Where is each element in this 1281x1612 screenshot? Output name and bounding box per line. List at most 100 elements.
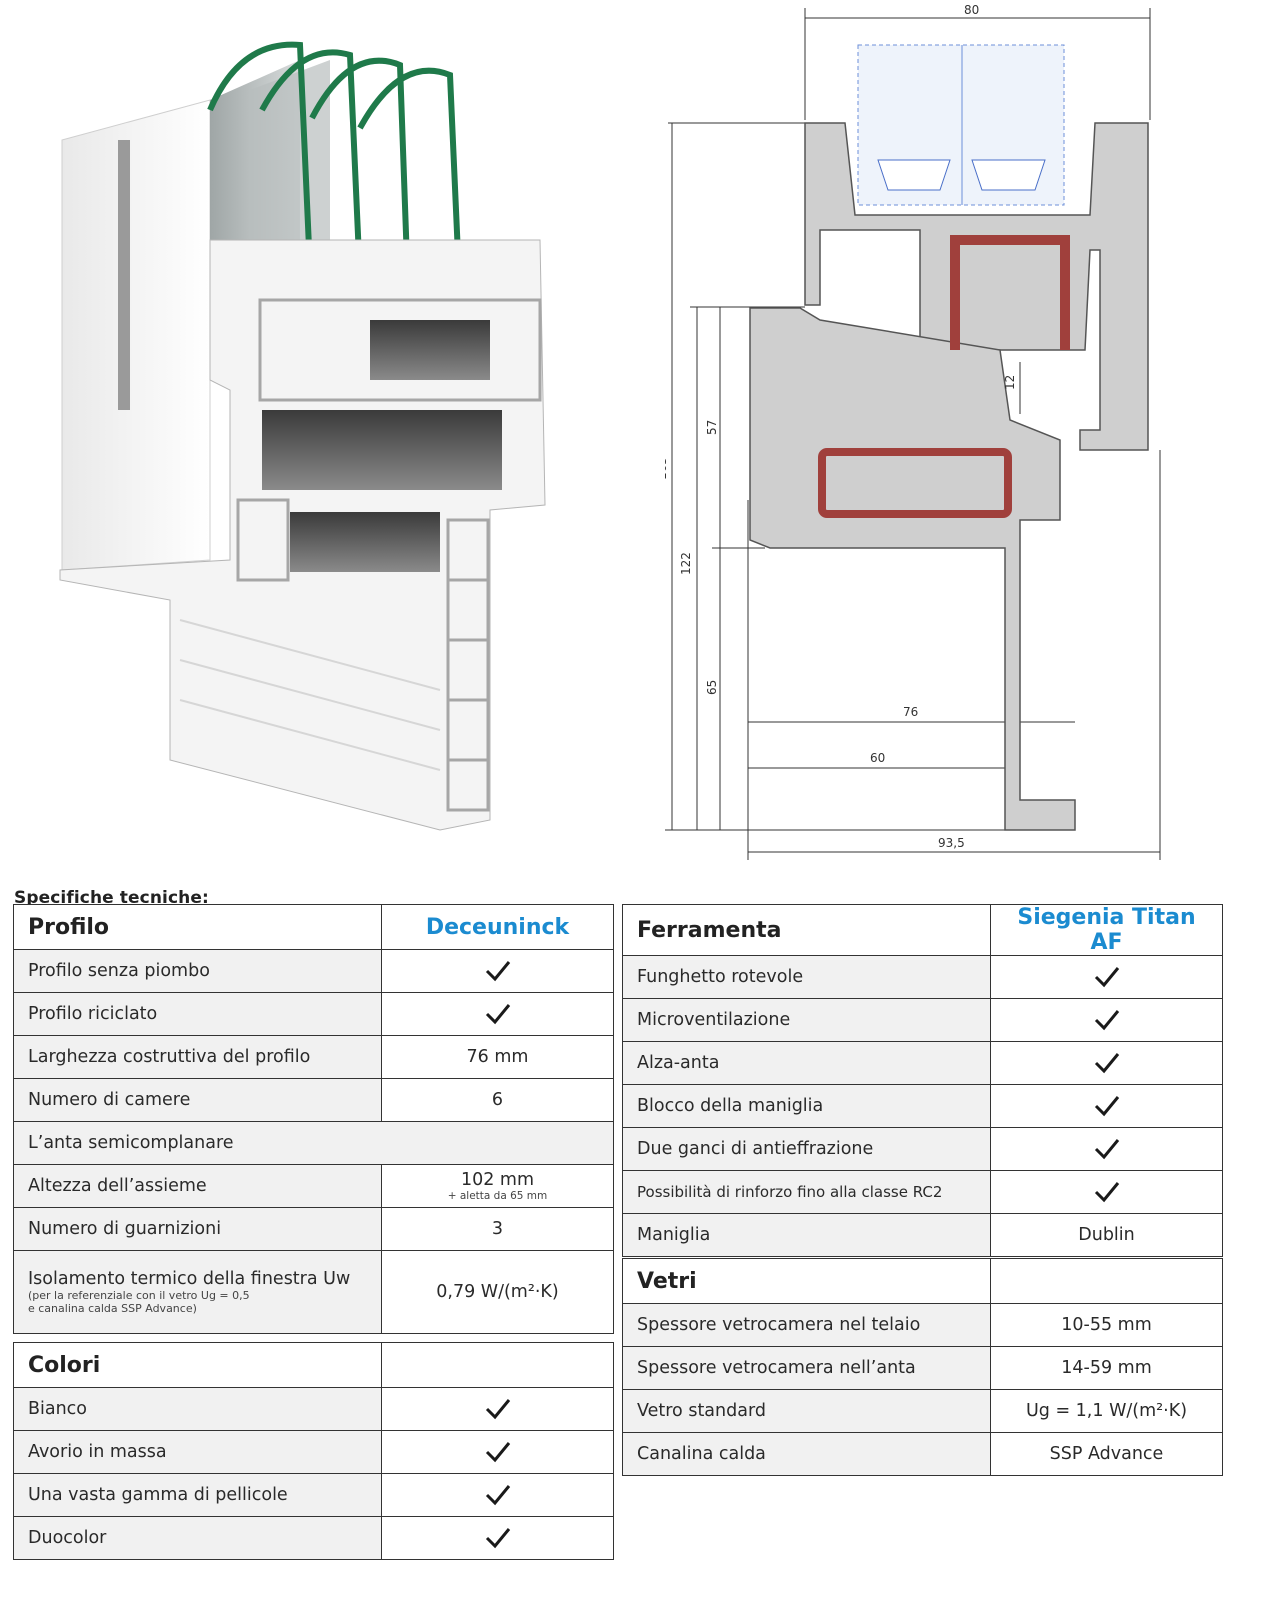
profile-photo [59, 41, 546, 831]
row-label: Spessore vetrocamera nel telaio [622, 1303, 991, 1347]
row-label: Blocco della maniglia [622, 1084, 991, 1128]
ferramenta-title: Ferramenta [622, 904, 991, 956]
row-label: Possibilità di rinforzo fino alla classe… [622, 1170, 991, 1214]
row-label: Spessore vetrocamera nell’anta [622, 1346, 991, 1390]
row-label: L’anta semicomplanare [13, 1121, 614, 1165]
table-row: Microventilazione [622, 998, 1223, 1042]
table-header: Profilo Deceuninck [13, 904, 614, 950]
table-row: Blocco della maniglia [622, 1084, 1223, 1128]
row-label: Maniglia [622, 1213, 991, 1257]
table-row: Maniglia Dublin [622, 1213, 1223, 1257]
table-row: Profilo riciclato [13, 992, 614, 1036]
row-value: 6 [381, 1078, 614, 1122]
row-value: 102 mm + aletta da 65 mm [381, 1164, 614, 1208]
table-row: L’anta semicomplanare [13, 1121, 614, 1165]
label-main: Isolamento termico della finestra Uw [28, 1269, 351, 1289]
row-value [381, 1473, 614, 1517]
row-label: Numero di camere [13, 1078, 382, 1122]
ferramenta-table: Ferramenta Siegenia Titan AF Funghetto r… [622, 904, 1223, 1257]
specs-heading: Specifiche tecniche: [14, 888, 209, 908]
row-label: Avorio in massa [13, 1430, 382, 1474]
checkmark-icon [485, 1485, 510, 1506]
dim-165: 165 [665, 457, 669, 480]
table-row: Isolamento termico della finestra Uw (pe… [13, 1250, 614, 1334]
dim-57: 57 [705, 420, 719, 435]
value-main: 102 mm [460, 1170, 535, 1190]
row-label: Duocolor [13, 1516, 382, 1560]
row-label: Numero di guarnizioni [13, 1207, 382, 1251]
dim-65: 65 [705, 680, 719, 695]
row-value [990, 998, 1223, 1042]
row-value: 3 [381, 1207, 614, 1251]
checkmark-icon [1094, 1010, 1119, 1031]
row-value: 76 mm [381, 1035, 614, 1079]
colori-header-empty [381, 1342, 614, 1388]
table-row: Duocolor [13, 1516, 614, 1560]
dim-80: 80 [964, 3, 979, 17]
table-row: Larghezza costruttiva del profilo 76 mm [13, 1035, 614, 1079]
table-header: Vetri [622, 1258, 1223, 1304]
row-value [990, 1170, 1223, 1214]
row-value [381, 949, 614, 993]
checkmark-icon [485, 1004, 510, 1025]
table-header: Ferramenta Siegenia Titan AF [622, 904, 1223, 956]
row-label: Una vasta gamma di pellicole [13, 1473, 382, 1517]
value-note: + aletta da 65 mm [447, 1190, 548, 1202]
table-row: Possibilità di rinforzo fino alla classe… [622, 1170, 1223, 1214]
table-row: Spessore vetrocamera nel telaio 10-55 mm [622, 1303, 1223, 1347]
table-row: Funghetto rotevole [622, 955, 1223, 999]
row-label: Bianco [13, 1387, 382, 1431]
vetri-table: Vetri Spessore vetrocamera nel telaio 10… [622, 1258, 1223, 1476]
vetri-title: Vetri [622, 1258, 991, 1304]
colori-table: Colori Bianco Avorio in massa Una vasta … [13, 1342, 614, 1560]
row-label: Altezza dell’assieme [13, 1164, 382, 1208]
row-label: Vetro standard [622, 1389, 991, 1433]
profilo-table: Profilo Deceuninck Profilo senza piombo … [13, 904, 614, 1334]
row-value [990, 1084, 1223, 1128]
table-row: Una vasta gamma di pellicole [13, 1473, 614, 1517]
row-value: Dublin [990, 1213, 1223, 1257]
profilo-brand: Deceuninck [381, 904, 614, 950]
checkmark-icon [485, 1528, 510, 1549]
row-value: SSP Advance [990, 1432, 1223, 1476]
checkmark-icon [1094, 1139, 1119, 1160]
row-label: Larghezza costruttiva del profilo [13, 1035, 382, 1079]
row-label: Profilo riciclato [13, 992, 382, 1036]
row-value: 10-55 mm [990, 1303, 1223, 1347]
table-row: Avorio in massa [13, 1430, 614, 1474]
row-value [381, 1516, 614, 1560]
table-row: Alza-anta [622, 1041, 1223, 1085]
ferramenta-brand: Siegenia Titan AF [990, 904, 1223, 956]
row-label: Funghetto rotevole [622, 955, 991, 999]
table-row: Profilo senza piombo [13, 949, 614, 993]
row-value: 0,79 W/(m²·K) [381, 1250, 614, 1334]
row-value [381, 992, 614, 1036]
dim-76: 76 [903, 705, 918, 719]
table-row: Numero di camere 6 [13, 1078, 614, 1122]
checkmark-icon [485, 961, 510, 982]
checkmark-icon [1094, 1182, 1119, 1203]
table-header: Colori [13, 1342, 614, 1388]
checkmark-icon [1094, 1053, 1119, 1074]
row-value [990, 1127, 1223, 1171]
checkmark-icon [1094, 1096, 1119, 1117]
row-label: Profilo senza piombo [13, 949, 382, 993]
dim-60: 60 [870, 751, 885, 765]
table-row: Vetro standard Ug = 1,1 W/(m²·K) [622, 1389, 1223, 1433]
row-label: Alza-anta [622, 1041, 991, 1085]
row-value [381, 1387, 614, 1431]
table-row: Canalina calda SSP Advance [622, 1432, 1223, 1476]
row-label: Due ganci di antieffrazione [622, 1127, 991, 1171]
profilo-title: Profilo [13, 904, 382, 950]
row-label: Isolamento termico della finestra Uw (pe… [13, 1250, 382, 1334]
table-row: Numero di guarnizioni 3 [13, 1207, 614, 1251]
row-value [990, 1041, 1223, 1085]
table-row: Due ganci di antieffrazione [622, 1127, 1223, 1171]
label-note-1: (per la referenziale con il vetro Ug = 0… [28, 1289, 250, 1302]
row-label: Canalina calda [622, 1432, 991, 1476]
checkmark-icon [485, 1399, 510, 1420]
dim-12: 12 [1003, 375, 1017, 390]
table-row: Bianco [13, 1387, 614, 1431]
checkmark-icon [485, 1442, 510, 1463]
row-value: 14-59 mm [990, 1346, 1223, 1390]
